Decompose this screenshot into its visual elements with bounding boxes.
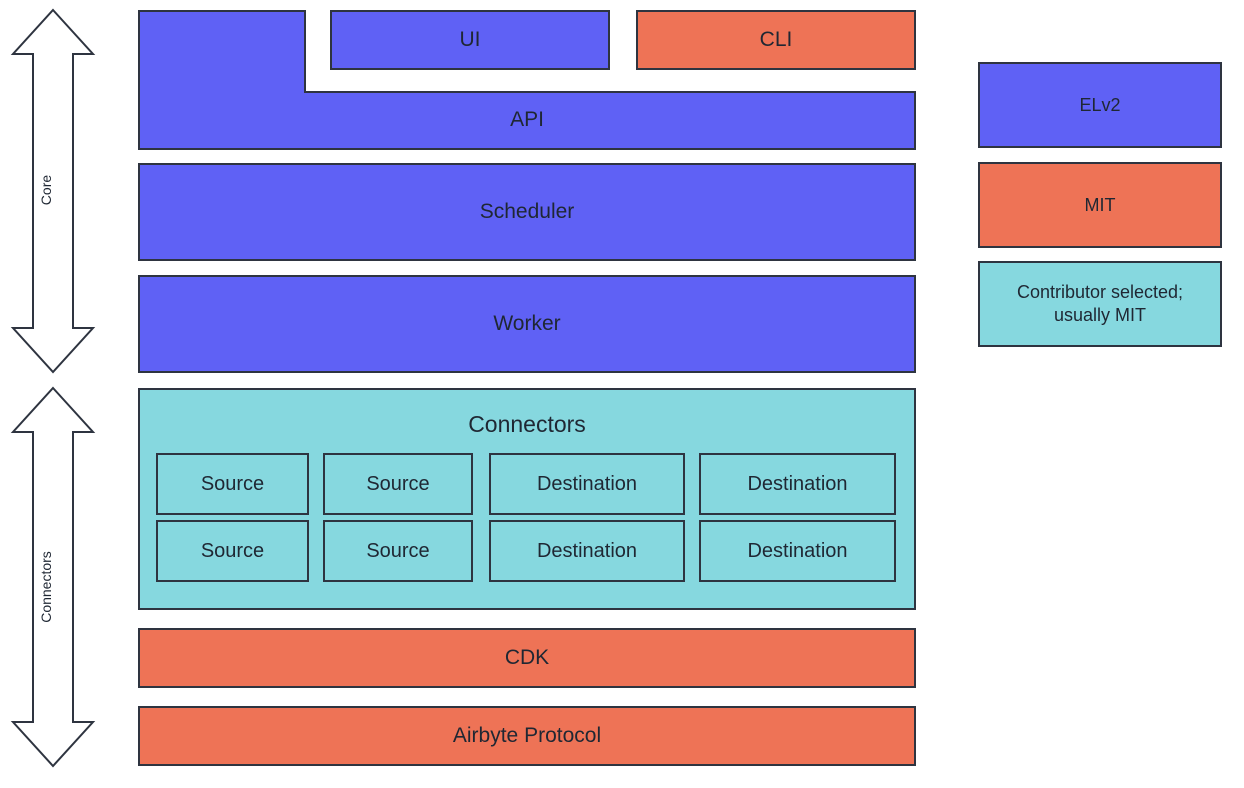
destination-connector: Destination — [699, 520, 896, 582]
connectors-double-arrow — [10, 386, 96, 768]
api-label: API — [510, 108, 544, 131]
source-label: Source — [366, 539, 430, 562]
scheduler-label: Scheduler — [479, 200, 575, 223]
cli-block: CLI — [636, 10, 916, 70]
destination-connector: Destination — [489, 453, 685, 515]
core-arrow-label: Core — [38, 174, 54, 206]
ui-block: UI — [330, 10, 610, 70]
destination-connector: Destination — [699, 453, 896, 515]
source-label: Source — [200, 472, 265, 495]
worker-label: Worker — [493, 312, 561, 335]
legend-contributor: Contributor selected; usually MIT — [978, 261, 1222, 347]
destination-label: Destination — [747, 472, 848, 495]
source-connector: Source — [156, 453, 309, 515]
core-double-arrow — [10, 8, 96, 374]
connectors-title: Connectors — [468, 410, 586, 437]
cli-label: CLI — [759, 28, 793, 51]
api-block-shape — [138, 10, 916, 150]
destination-label: Destination — [747, 539, 848, 562]
destination-connector: Destination — [489, 520, 685, 582]
airbyte-protocol-label: Airbyte Protocol — [452, 724, 602, 747]
source-connector: Source — [323, 520, 473, 582]
worker-block: Worker — [138, 275, 916, 373]
source-label: Source — [366, 472, 430, 495]
source-connector: Source — [156, 520, 309, 582]
legend-mit: MIT — [978, 162, 1222, 248]
cdk-label: CDK — [504, 646, 550, 669]
cdk-block: CDK — [138, 628, 916, 688]
destination-label: Destination — [536, 472, 638, 495]
airbyte-protocol-block: Airbyte Protocol — [138, 706, 916, 766]
scheduler-block: Scheduler — [138, 163, 916, 261]
ui-label: UI — [459, 28, 481, 51]
source-label: Source — [200, 539, 265, 562]
source-connector: Source — [323, 453, 473, 515]
legend-elv2: ELv2 — [978, 62, 1222, 148]
destination-label: Destination — [536, 539, 638, 562]
connectors-arrow-label: Connectors — [38, 551, 54, 623]
legend-elv2-label: ELv2 — [1079, 94, 1121, 115]
legend-mit-label: MIT — [1084, 194, 1116, 215]
legend-contributor-label: Contributor selected; usually MIT — [1016, 282, 1184, 325]
